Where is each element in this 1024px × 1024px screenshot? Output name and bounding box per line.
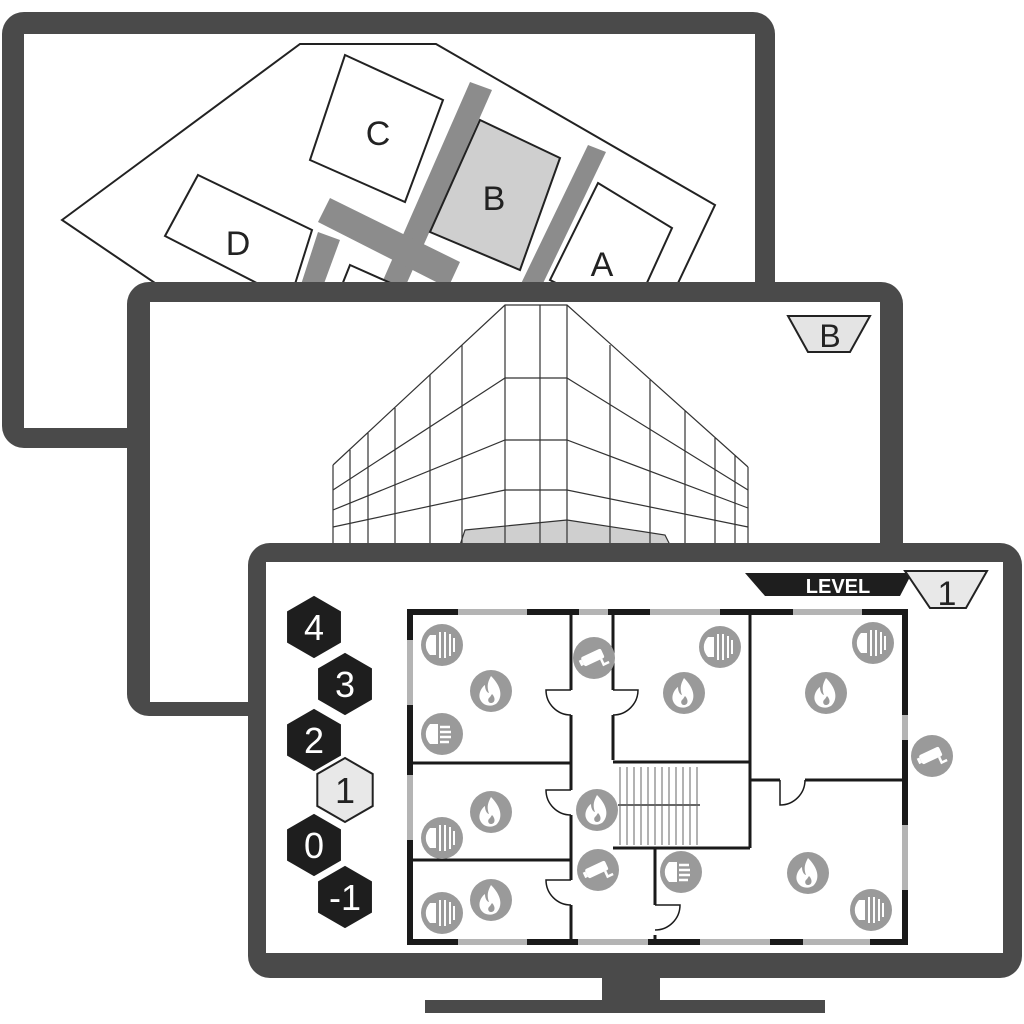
- hexagon-shape: [316, 651, 374, 717]
- floor-plan: [407, 609, 955, 945]
- floor-label: 2: [304, 720, 324, 761]
- hexagon-shape: [285, 594, 343, 660]
- security-camera-icon[interactable]: [571, 635, 617, 681]
- floor-button-2[interactable]: 2: [285, 707, 343, 773]
- smoke-detector-icon[interactable]: [698, 625, 742, 669]
- smoke-detector-icon[interactable]: [420, 816, 464, 860]
- fire-detector-icon[interactable]: [787, 852, 829, 894]
- monitor-stand-neck: [602, 975, 660, 1003]
- hexagon-shape: [285, 707, 343, 773]
- building-label: A: [591, 246, 614, 284]
- fire-detector-icon[interactable]: [576, 789, 618, 831]
- building-badge-label: B: [819, 318, 840, 354]
- hexagon-shape: [316, 756, 374, 824]
- floor-button-1[interactable]: 1: [316, 756, 374, 824]
- floor-button-4[interactable]: 4: [285, 594, 343, 660]
- security-camera-icon[interactable]: [909, 733, 955, 779]
- floor-label: 4: [304, 607, 324, 648]
- fire-detector-icon[interactable]: [470, 879, 512, 921]
- current-level-value: 1: [938, 575, 957, 613]
- floor-label: 1: [335, 770, 355, 811]
- fire-detector-icon[interactable]: [470, 670, 512, 712]
- building-b[interactable]: B: [428, 118, 562, 272]
- building-label: C: [366, 115, 391, 153]
- building-wireframe: [332, 304, 749, 546]
- road: [516, 145, 606, 300]
- smoke-detector-icon[interactable]: [420, 623, 464, 667]
- floor-button--1[interactable]: -1: [316, 864, 374, 930]
- floor-button-3[interactable]: 3: [316, 651, 374, 717]
- fire-detector-icon[interactable]: [470, 791, 512, 833]
- alarm-sounder-icon[interactable]: [419, 711, 465, 757]
- smoke-detector-icon[interactable]: [851, 621, 895, 665]
- building-label: D: [226, 225, 251, 263]
- staircase: [618, 767, 700, 845]
- road: [318, 198, 460, 288]
- floor-label: -1: [329, 877, 361, 918]
- alarm-sounder-icon[interactable]: [658, 849, 704, 895]
- building-badge: B: [786, 315, 872, 354]
- level-label: LEVEL: [806, 576, 870, 598]
- security-camera-icon[interactable]: [575, 847, 621, 893]
- smoke-detector-icon[interactable]: [849, 888, 893, 932]
- interior-walls: [410, 612, 905, 942]
- hexagon-shape: [285, 812, 343, 878]
- building-c[interactable]: C: [308, 53, 445, 204]
- windows: [407, 609, 908, 945]
- hexagon-shape: [316, 864, 374, 930]
- monitor-stand-base: [425, 1000, 825, 1013]
- fire-detector-icon[interactable]: [805, 672, 847, 714]
- floor-label: 0: [304, 825, 324, 866]
- smoke-detector-icon[interactable]: [420, 891, 464, 935]
- floor-button-0[interactable]: 0: [285, 812, 343, 878]
- fire-detector-icon[interactable]: [663, 672, 705, 714]
- level-indicator: LEVEL 1: [745, 570, 989, 613]
- floor-label: 3: [335, 664, 355, 705]
- building-label: B: [483, 180, 506, 218]
